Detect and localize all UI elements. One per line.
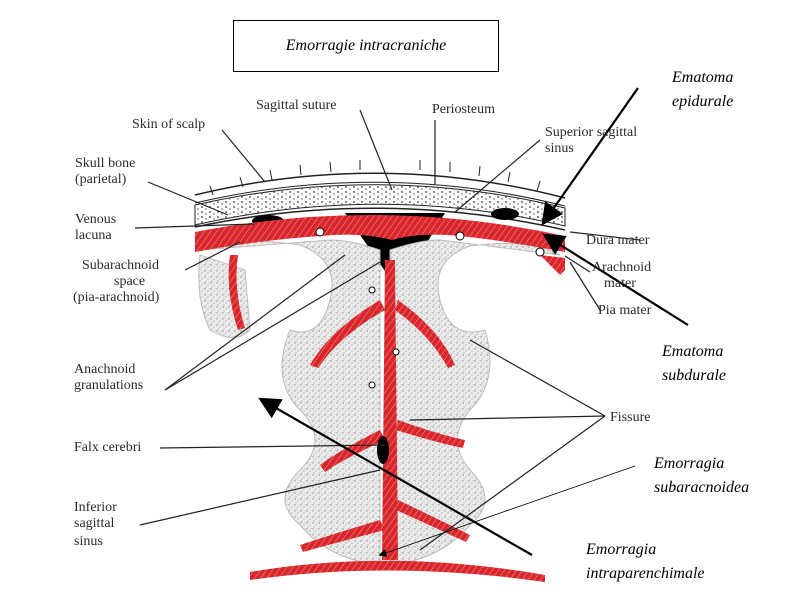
label-subarachnoid-3: (pia-arachnoid) (73, 290, 160, 305)
vessel-right-branch-2 (396, 420, 465, 448)
inferior-sagittal-sinus (377, 436, 389, 464)
callout-epidural: Ematoma epidurale (672, 66, 733, 114)
label-fissure: Fissure (610, 410, 651, 425)
callout-epidural-line-1: Ematoma (672, 69, 734, 86)
label-venous-lacuna-1: Venous (75, 212, 117, 227)
callout-subdural-line-1: Ematoma (662, 343, 724, 360)
label-anachnoid-granulations-2: granulations (74, 378, 144, 393)
vessel-left-branch-3 (300, 520, 385, 552)
callout-subdural-line-2: subdurale (662, 367, 726, 384)
vessel-lumen-1 (315, 227, 325, 237)
callout-subdural: Ematoma subdurale (662, 340, 726, 388)
label-falx-cerebri: Falx cerebri (74, 440, 142, 455)
vessel-left-branch-1 (310, 300, 385, 368)
label-skull-bone-1: Skull bone (75, 156, 136, 171)
callout-intraparenchymal: Emorragia intraparenchimale (586, 538, 705, 586)
label-arachnoid-mater-1: Arachnoid (592, 260, 652, 275)
cortex-left (199, 239, 381, 566)
label-periosteum: Periosteum (432, 102, 495, 117)
label-pia-mater: Pia mater (598, 303, 652, 318)
label-subarachnoid-1: Subarachnoid (82, 258, 159, 273)
subarachnoid-top-band (195, 214, 565, 252)
vessel-right-branch-1 (395, 300, 455, 368)
vessel-right-outer (540, 255, 565, 275)
arrow-subarachnoid (378, 465, 636, 557)
label-arachnoid-mater-2: mater (604, 276, 636, 291)
label-venous-lacuna-2: lacuna (75, 228, 112, 243)
callout-subarachnoid-line-2: subaracnoidea (654, 479, 750, 496)
label-skull-bone-2: (parietal) (75, 172, 127, 187)
arrow-subdural (542, 233, 689, 326)
vessel-lumen-6 (368, 381, 376, 389)
label-anachnoid-granulations-1: Anachnoid (74, 362, 136, 377)
venous-lacuna-right (491, 208, 519, 220)
label-inferior-sagittal-sinus-2: sagittal (74, 516, 115, 531)
title-text: Emorragie intracraniche (285, 37, 447, 54)
leader-lines (134, 109, 641, 551)
callout-subarachnoid: Emorragia subaracnoidea (654, 452, 749, 500)
vessel-left-outer (228, 255, 245, 330)
callout-subarachnoid-line-1: Emorragia (654, 455, 725, 472)
scalp-hair-ticks (209, 160, 541, 196)
callout-intraparenchymal-line-2: intraparenchimale (586, 565, 705, 582)
label-inferior-sagittal-sinus-3: sinus (74, 534, 103, 549)
vessel-lumen-4 (368, 286, 376, 294)
callout-intraparenchymal-line-1: Emorragia (586, 541, 657, 558)
label-dura-mater: Dura mater (586, 233, 650, 248)
vessel-lumen-5 (392, 348, 400, 356)
skull-bone-layer (194, 184, 566, 227)
vessel-bottom-band (250, 560, 545, 582)
label-superior-sagittal-sinus-1: Superior sagittal (545, 125, 638, 140)
label-superior-sagittal-sinus-2: sinus (545, 141, 574, 156)
label-sagittal-suture: Sagittal suture (256, 98, 337, 113)
dura-line (194, 207, 566, 231)
vessel-lumen-2 (455, 231, 465, 241)
label-subarachnoid-2: space (114, 274, 146, 289)
vessel-right-branch-3 (396, 500, 470, 542)
vessel-lumen-3 (535, 247, 545, 257)
scalp-skin-line (194, 172, 566, 199)
arrow-epidural (541, 87, 639, 226)
falx-cerebri-vessel (382, 260, 398, 560)
title-box: Emorragie intracraniche (233, 20, 499, 72)
label-skin-of-scalp: Skin of scalp (132, 117, 206, 132)
periosteum-line (194, 181, 566, 207)
callout-arrows (258, 87, 689, 556)
label-inferior-sagittal-sinus-1: Inferior (74, 500, 117, 515)
arrow-intraparenchymal (258, 397, 533, 556)
callout-epidural-line-2: epidurale (672, 93, 734, 110)
cortex-right (389, 239, 561, 566)
